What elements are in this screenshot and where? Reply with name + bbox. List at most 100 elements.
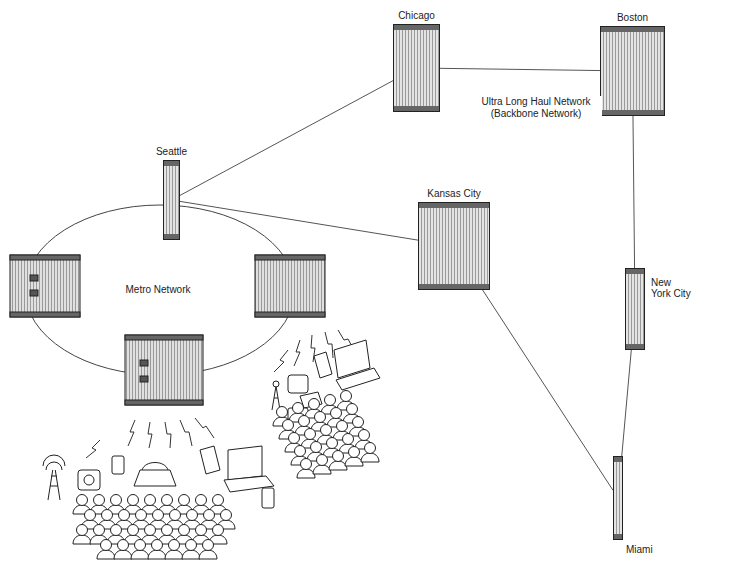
drawing-part [200,446,220,474]
drawing-part [349,447,360,458]
drawing-part [179,525,190,536]
drawing-part [313,465,331,474]
drawing-part [353,417,364,428]
drawing-part [295,446,306,457]
drawing-part [125,400,203,405]
city-label: Boston [617,12,648,23]
drawing-part [272,386,280,410]
drawing-part [111,495,122,506]
drawing-part [345,457,363,466]
drawing-part [77,495,88,506]
drawing-part [128,420,135,446]
drawing-part [186,540,197,551]
drawing-part [111,525,122,536]
drawing-part [204,510,215,521]
drawing-part [347,404,358,415]
drawing-part [125,335,203,340]
equipment-rack: Kansas City [418,202,490,290]
drawing-part [85,510,96,521]
drawing-part [262,488,274,508]
drawing-part [170,510,181,521]
drawing-part [365,443,376,454]
drawing-part [94,495,105,506]
drawing-part [288,375,308,393]
drawing-part [182,550,200,559]
drawing-part [255,312,325,317]
drawing-part [162,525,173,536]
drawing-part [128,495,139,506]
equipment-rack: Boston [600,26,665,116]
drawing-part [329,461,347,470]
wireless-links [86,330,354,458]
drawing-part [152,540,163,551]
drawing-part [136,510,147,521]
drawing-part [331,408,342,419]
drawing-part [289,433,300,444]
metro-equipment [10,255,325,405]
drawing-part [101,540,112,551]
drawing-part [145,525,156,536]
drawing-part [343,434,354,445]
drawing-part [128,525,139,536]
drawing-part [255,255,325,317]
fiber-link [633,116,635,268]
drawing-part [94,525,105,536]
drawing-part [118,540,129,551]
drawing-part [112,456,124,474]
drawing-part [317,455,328,466]
user-group [273,391,379,479]
drawing-part [78,470,100,490]
drawing-part [213,495,224,506]
drawing-part [30,275,38,281]
drawing-part [255,255,325,260]
drawing-part [195,418,214,438]
fiber-link [440,68,600,70]
drawing-part [165,550,183,559]
drawing-part [187,510,198,521]
equipment-rack: New York City [625,268,645,350]
drawing-part [196,495,207,506]
drawing-part [228,446,262,480]
drawing-part [10,312,80,317]
drawing-part [277,407,288,418]
drawing-part [274,350,288,372]
drawing-part [140,360,148,366]
drawing-part [10,255,80,260]
drawing-part [119,510,130,521]
drawing-part [221,510,232,521]
drawing-part [336,368,380,390]
city-label: Chicago [398,10,435,21]
city-label: Kansas City [427,188,480,199]
drawing-part [114,550,132,559]
drawing-part [301,459,312,470]
drawing-part [315,412,326,423]
equipment-rack: Chicago [393,24,440,112]
drawing-part [327,438,338,449]
drawing-part [43,455,65,470]
drawing-part [333,451,344,462]
drawing-part [10,255,80,317]
drawing-part [314,352,332,378]
city-label: Seattle [156,146,187,157]
drawing-part [77,525,88,536]
city-label: Miami [626,544,653,555]
drawing-part [102,510,113,521]
drawing-part [125,335,203,405]
drawing-part [273,381,279,387]
drawing-part [142,463,168,471]
drawing-part [337,421,348,432]
drawing-part [148,550,166,559]
drawing-part [30,290,38,296]
drawing-part [361,453,379,462]
drawing-part [153,510,164,521]
drawing-part [86,440,100,458]
equipment-rack: Miami [613,456,623,540]
network-label: Ultra Long Haul Network (Backbone Networ… [470,96,602,119]
equipment-rack: Seattle [163,160,180,240]
drawing-part [341,391,352,402]
drawing-part [97,550,115,559]
fiber-link [180,81,393,196]
drawing-part [359,430,370,441]
drawing-part [283,420,294,431]
drawing-part [84,475,94,485]
